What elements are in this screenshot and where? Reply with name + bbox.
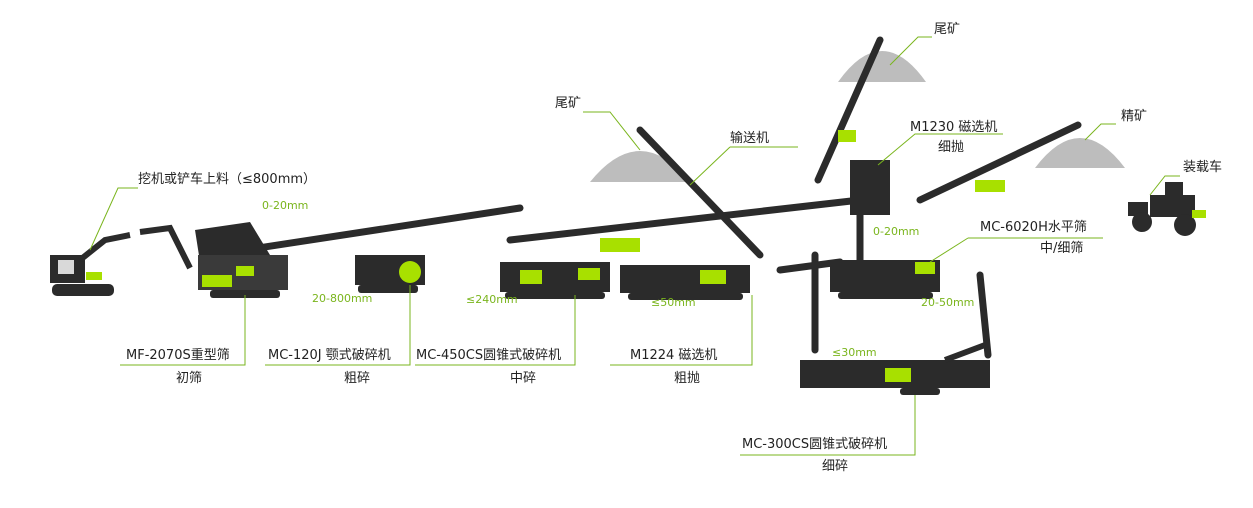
size-le30: ≤30mm — [832, 346, 877, 359]
leader-lines — [89, 36, 1180, 456]
loader-feed-label: 挖机或铲车上料（≤800mm） — [138, 172, 317, 187]
m1230-model-label: M1230 磁选机 — [910, 120, 998, 135]
tailings-label-top: 尾矿 — [934, 22, 961, 37]
mc300cs-model-label: MC-300CS圆锥式破碎机 — [742, 437, 888, 452]
mc450cs-machine — [500, 238, 640, 299]
tailings-pile-top — [838, 51, 926, 82]
tailings-label-left: 尾矿 — [555, 96, 582, 111]
size-0-20-top: 0-20mm — [262, 199, 309, 212]
size-le240: ≤240mm — [466, 293, 518, 306]
size-0-20-right: 0-20mm — [873, 225, 920, 238]
wheel-loader — [1128, 182, 1206, 236]
mc450cs-model-label: MC-450CS圆锥式破碎机 — [416, 348, 562, 363]
mc450cs-role-label: 中碎 — [510, 371, 537, 386]
mc120j-machine — [355, 255, 425, 293]
concentrate-pile — [1035, 138, 1125, 168]
mc300cs-machine — [800, 342, 990, 395]
mf2070s-role-label: 初筛 — [176, 371, 203, 386]
m1230-machine — [838, 130, 1005, 215]
mc6020h-role-label: 中/细筛 — [1040, 241, 1084, 256]
m1230-role-label: 细抛 — [938, 140, 965, 155]
size-20-50: 20-50mm — [921, 296, 975, 309]
mf2070s-machine — [139, 222, 288, 298]
excavator — [50, 232, 131, 296]
mf2070s-model-label: MF-2070S重型筛 — [126, 348, 230, 363]
mc120j-model-label: MC-120J 颚式破碎机 — [268, 348, 391, 363]
size-le50: ≤50mm — [651, 296, 696, 309]
conveyor-label: 输送机 — [730, 131, 770, 146]
mc120j-role-label: 粗碎 — [344, 371, 371, 386]
mc6020h-machine — [830, 260, 940, 299]
concentrate-label: 精矿 — [1121, 109, 1148, 124]
mc6020h-model-label: MC-6020H水平筛 — [980, 220, 1087, 235]
mc300cs-role-label: 细碎 — [822, 459, 849, 474]
m1224-model-label: M1224 磁选机 — [630, 348, 718, 363]
m1224-role-label: 粗抛 — [674, 371, 701, 386]
size-20-800: 20-800mm — [312, 292, 373, 305]
wheel-loader-label: 装载车 — [1183, 160, 1223, 175]
m1224-machine — [620, 265, 750, 300]
